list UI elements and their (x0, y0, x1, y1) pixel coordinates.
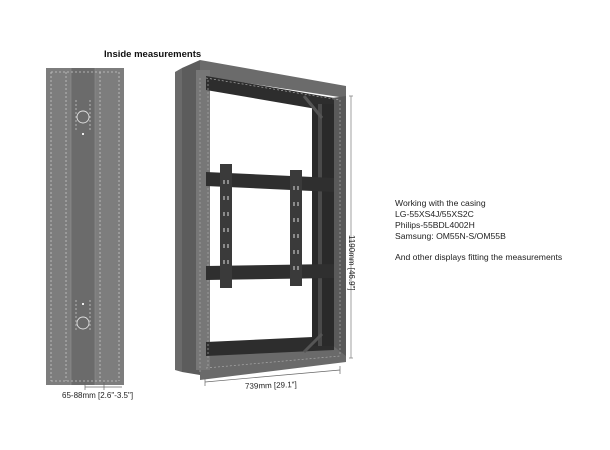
height-dimension-label: 1190mm [46.9"] (347, 235, 356, 291)
depth-dimension-label: 65-88mm [2.6"-3.5"] (62, 391, 134, 400)
mount-hole-top (76, 110, 90, 124)
model-lg: LG-55XS4J/55XS2C (395, 209, 474, 219)
bracket-left (220, 164, 232, 288)
mount-hole-bottom (76, 316, 90, 330)
compatibility-info: Working with the casing LG-55XS4J/55XS2C… (395, 198, 562, 263)
compatibility-note: And other displays fitting the measureme… (395, 252, 563, 262)
diagram-title: Inside measurements (104, 49, 202, 60)
width-dimension-label: 739mm [29.1"] (244, 380, 297, 391)
bracket-right (290, 170, 302, 286)
model-philips: Philips-55BDL4002H (395, 220, 475, 230)
side-view (46, 68, 124, 390)
front-view (175, 60, 353, 386)
compatibility-heading: Working with the casing (395, 198, 486, 208)
model-samsung: Samsung: OM55N-S/OM55B (395, 231, 506, 241)
